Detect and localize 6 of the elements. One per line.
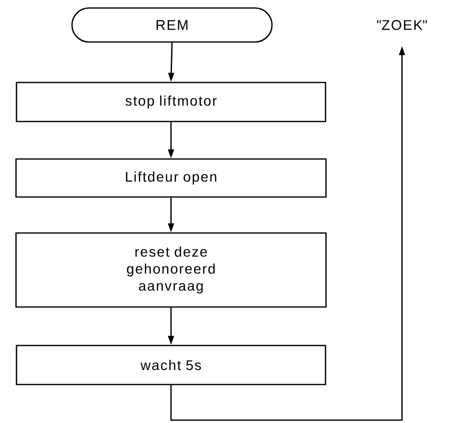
process-box: Liftdeur open — [15, 158, 327, 198]
goto-label: "ZOEK" — [377, 20, 427, 30]
terminal-box: REM — [71, 7, 273, 43]
process-box: wacht 5s — [16, 344, 326, 386]
process-box: reset deze gehonoreerd aanvraag — [15, 232, 327, 308]
process-box: stop liftmotor — [16, 82, 326, 122]
